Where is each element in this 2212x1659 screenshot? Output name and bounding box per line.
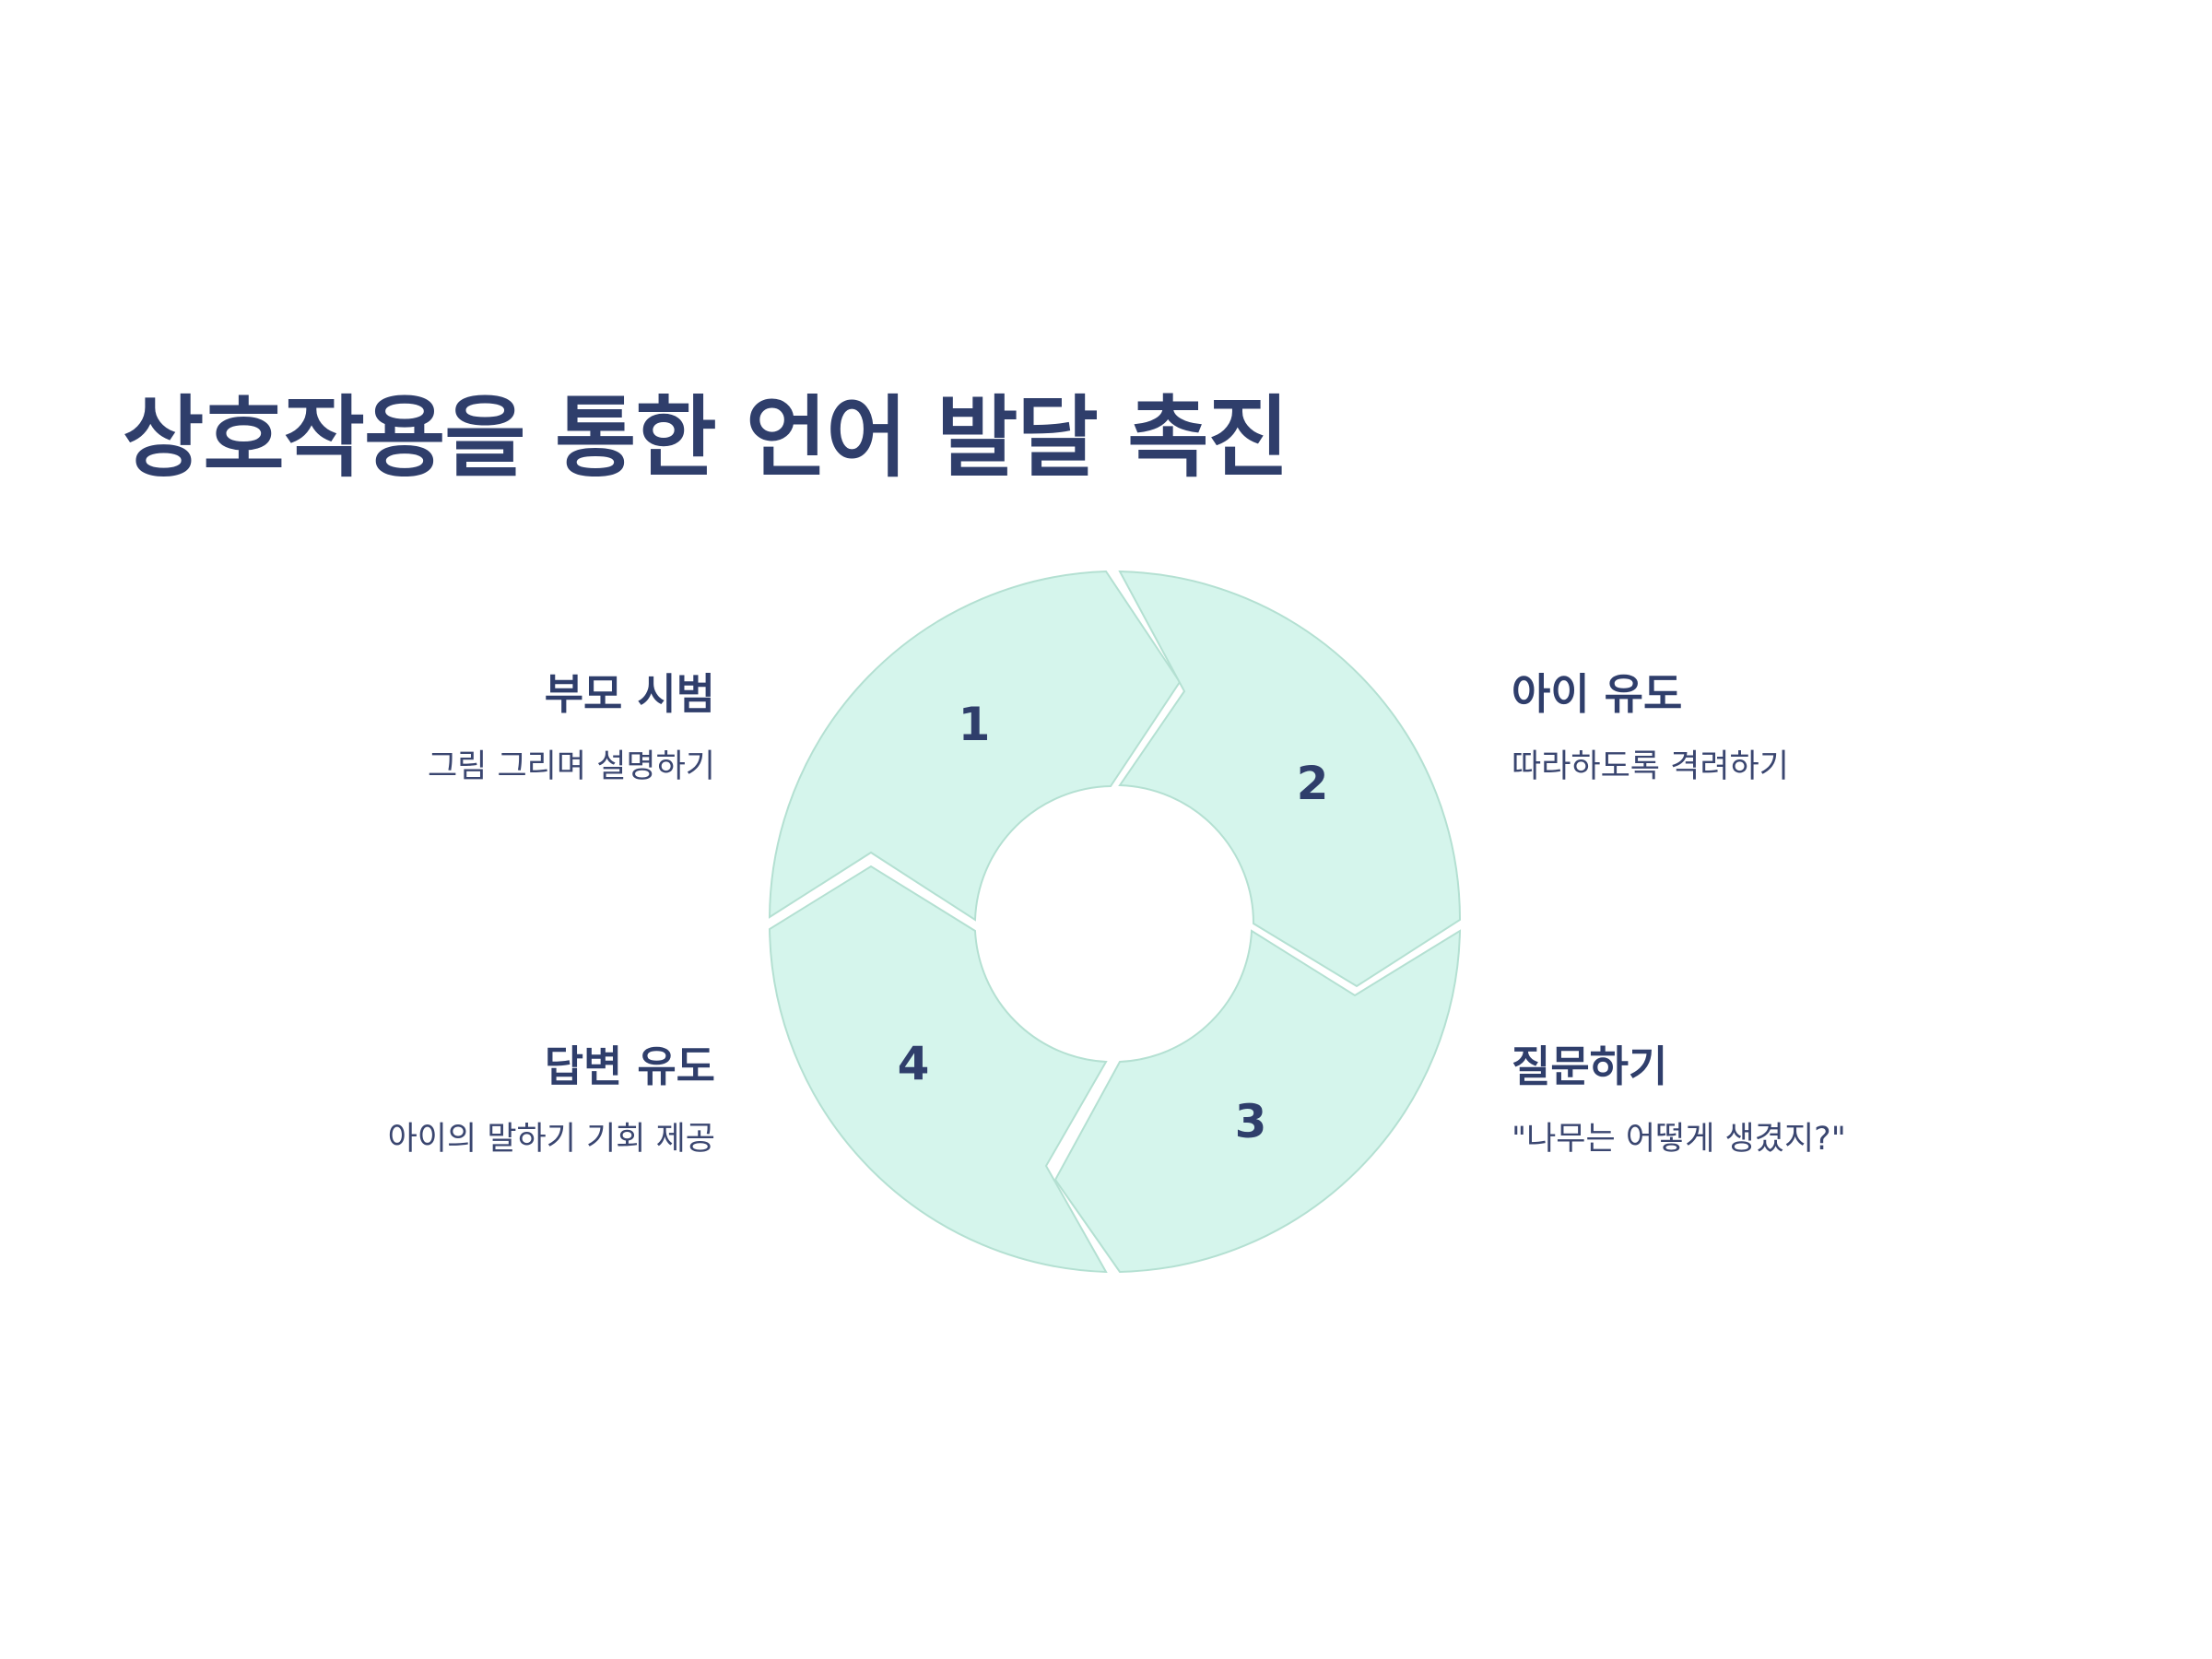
cycle-segment-4 xyxy=(768,865,1108,1274)
step-number-1: 1 xyxy=(959,698,991,751)
step-number-2: 2 xyxy=(1297,757,1329,810)
step-label-4: 답변 유도 아이의 말하기 기회 제공 xyxy=(52,1041,715,1159)
step-description-2: 따라하도록 격려하기 xyxy=(1512,748,1789,786)
step-label-2: 아이 유도 따라하도록 격려하기 xyxy=(1512,669,2175,786)
step-title-3: 질문하기 xyxy=(1512,1041,1668,1091)
step-title-4: 답변 유도 xyxy=(544,1041,715,1091)
step-title-2: 아이 유도 xyxy=(1512,669,1683,719)
cycle-segment-3 xyxy=(1053,929,1462,1274)
step-number-3: 3 xyxy=(1235,1095,1267,1148)
step-number-4: 4 xyxy=(898,1037,930,1090)
step-label-3: 질문하기 "나무는 어떻게 생겼지?" xyxy=(1512,1041,2175,1159)
step-description-3: "나무는 어떻게 생겼지?" xyxy=(1512,1121,1846,1159)
page-title: 상호작용을 통한 언어 발달 촉진 xyxy=(123,386,1289,489)
cycle-segment-1 xyxy=(768,570,1182,922)
step-title-1: 부모 시범 xyxy=(544,669,715,719)
step-description-1: 그림 그리며 설명하기 xyxy=(427,748,715,786)
step-description-4: 아이의 말하기 기회 제공 xyxy=(387,1121,715,1159)
cycle-segment-2 xyxy=(1118,570,1462,988)
step-label-1: 부모 시범 그림 그리며 설명하기 xyxy=(52,669,715,786)
